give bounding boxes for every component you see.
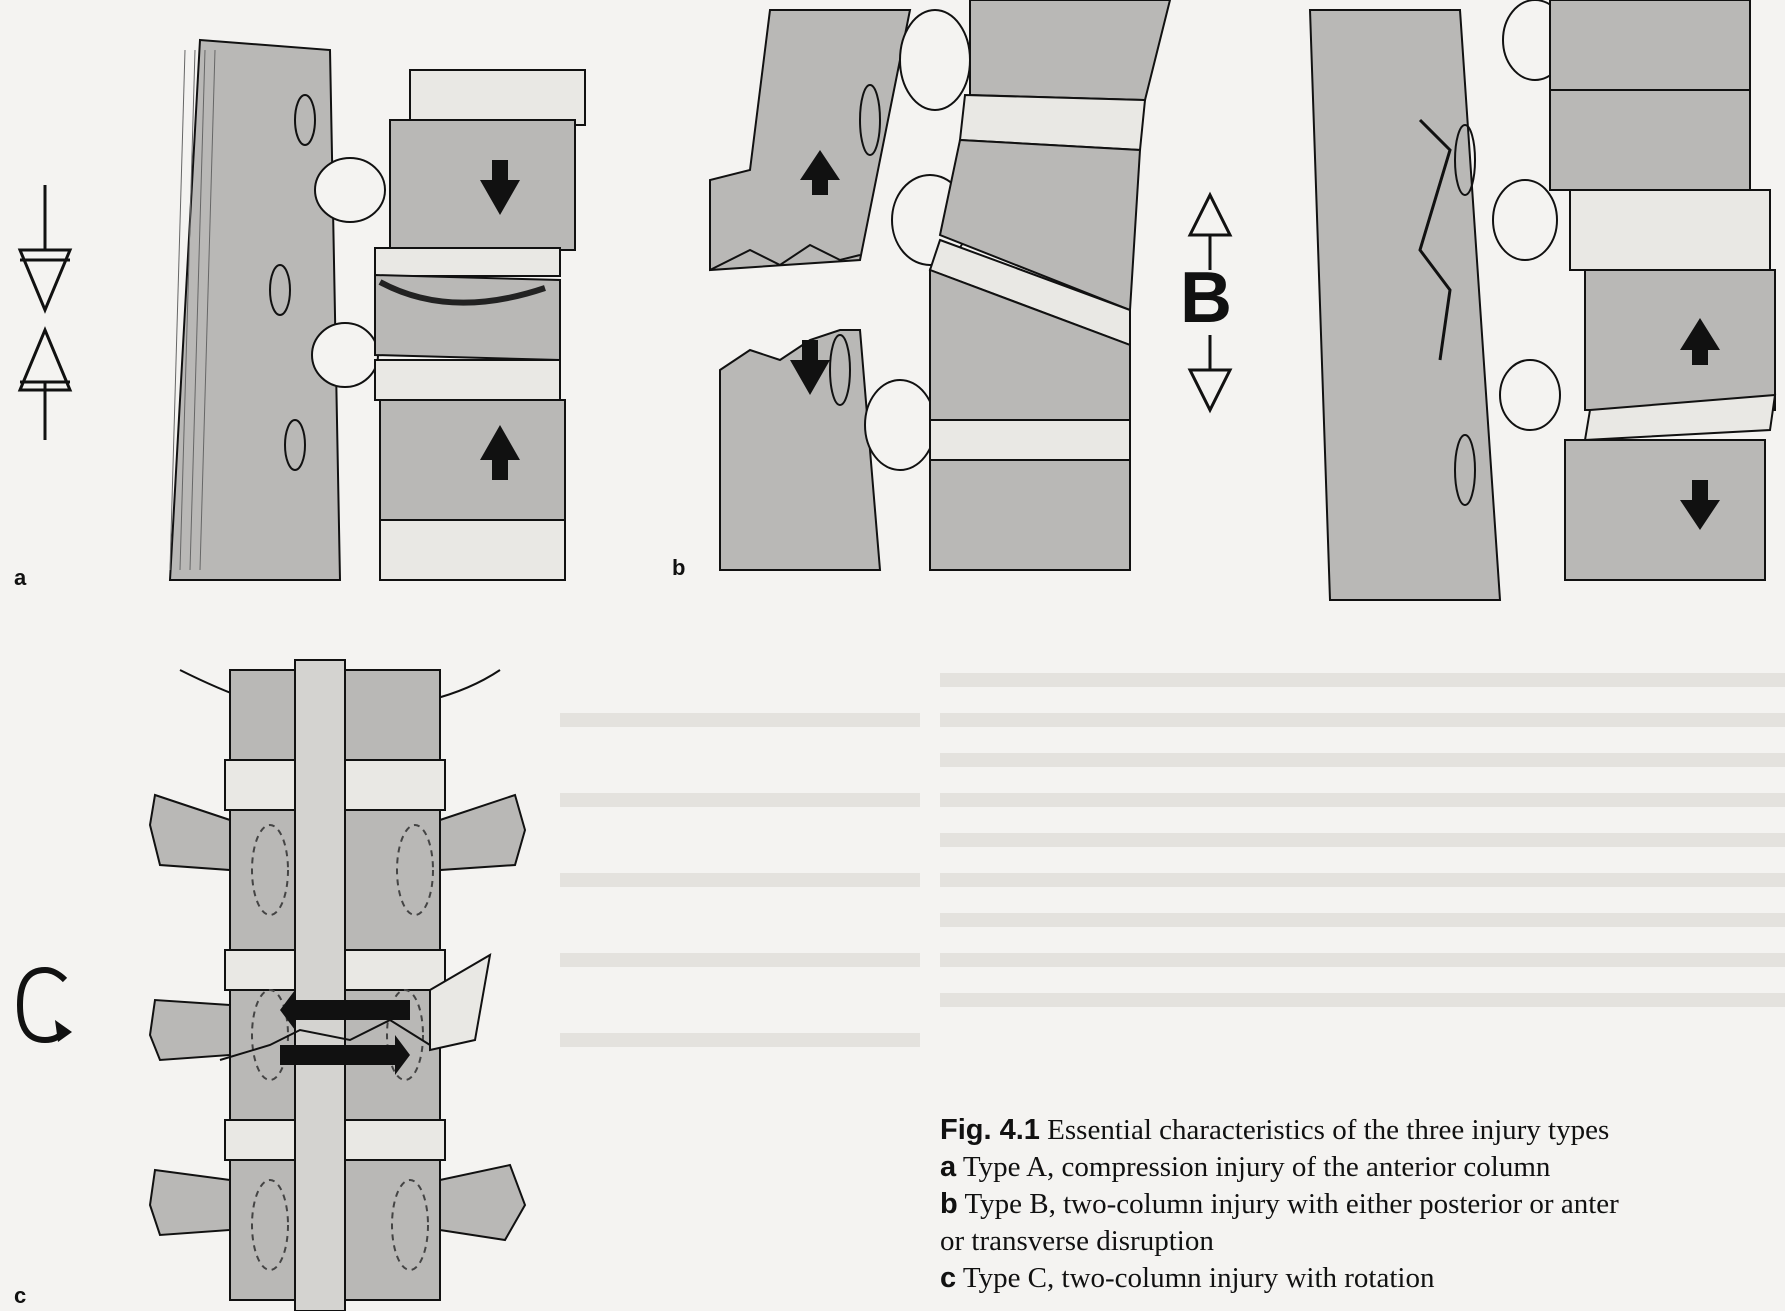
caption-item-text: Type B, two-column injury with either po… (964, 1188, 1618, 1220)
panel-label-c: c (14, 1283, 26, 1309)
caption-item-text: Type A, compression injury of the anteri… (963, 1151, 1551, 1183)
distraction-symbol-letter: B (1180, 262, 1232, 334)
caption-title: Essential characteristics of the three i… (1047, 1114, 1609, 1146)
caption-item-text: Type C, two-column injury with rotation (963, 1262, 1435, 1294)
caption-item-a: a Type A, compression injury of the ante… (940, 1149, 1785, 1186)
caption-item-b-continued: or transverse disruption (940, 1223, 1785, 1260)
rotation-symbol (10, 960, 80, 1050)
caption-fig-label: Fig. 4.1 (940, 1114, 1040, 1146)
caption-item-label: b (940, 1188, 958, 1220)
caption-item-label: a (940, 1151, 956, 1183)
figure-caption: Fig. 4.1 Essential characteristics of th… (940, 1112, 1785, 1297)
panel-label-b: b (672, 555, 685, 581)
panel-b-illustration-left (690, 0, 1190, 580)
panel-b-illustration-right (1300, 0, 1785, 610)
caption-item-text: or transverse disruption (940, 1225, 1214, 1257)
caption-item-b: b Type B, two-column injury with either … (940, 1186, 1785, 1223)
panel-c-illustration (130, 650, 570, 1311)
caption-item-c: c Type C, two-column injury with rotatio… (940, 1260, 1785, 1297)
caption-title-line: Fig. 4.1 Essential characteristics of th… (940, 1112, 1785, 1149)
panel-label-a: a (14, 565, 26, 591)
panel-a-illustration (0, 20, 620, 590)
caption-item-label: c (940, 1262, 956, 1294)
